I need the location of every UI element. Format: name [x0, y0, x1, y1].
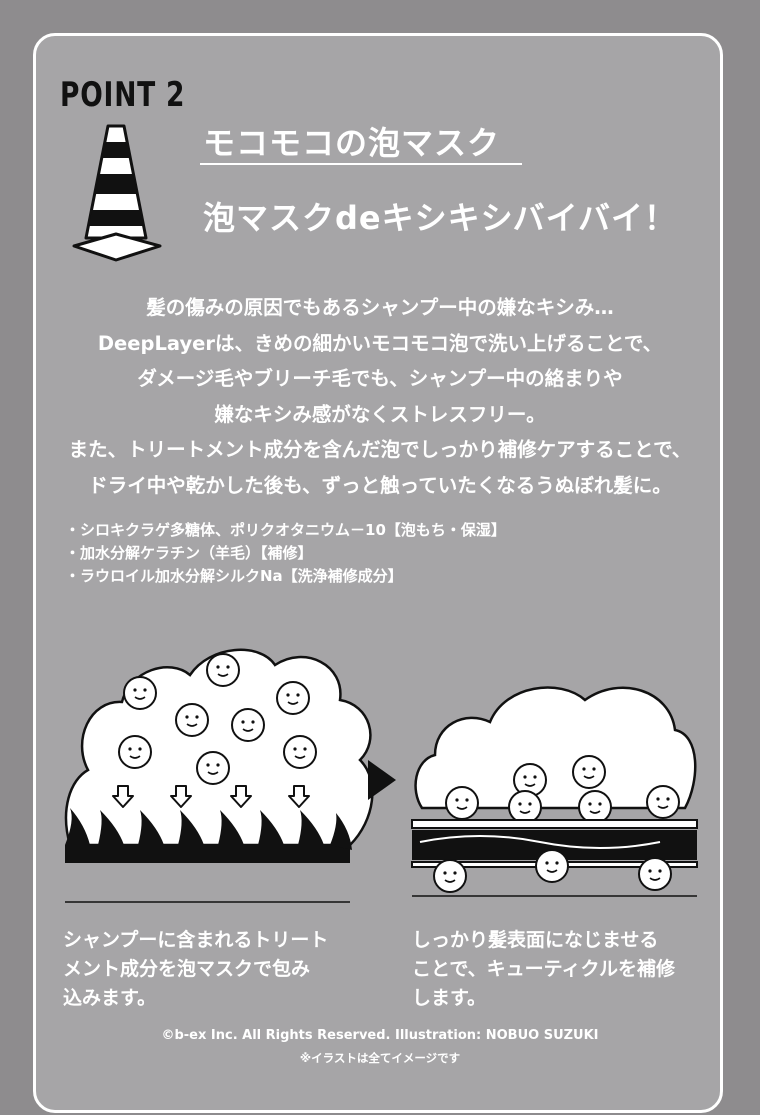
- caption-line: 込みます。: [63, 987, 157, 1009]
- foam-cloud-right: [414, 686, 697, 810]
- caption-line: しっかり髪表面になじませる: [412, 929, 659, 951]
- image-note: ※イラストは全てイメージです: [299, 1051, 461, 1065]
- caption-line: します。: [412, 987, 487, 1009]
- traffic-cone-icon: [72, 124, 162, 262]
- caption-line: シャンプーに含まれるトリート: [63, 929, 329, 951]
- ingredient-item: ・シロキクラゲ多糖体、ポリクオタニウム－10【泡もち・保湿】: [65, 521, 506, 539]
- hair-strand-left: [65, 808, 352, 863]
- body-line: 嫌なキシみ感がなくストレスフリー。: [214, 402, 546, 426]
- copyright: ©b-ex Inc. All Rights Reserved. Illustra…: [161, 1028, 599, 1043]
- caption-right: しっかり髪表面になじませる ことで、キューティクルを補修 します。: [412, 926, 675, 1013]
- point-label: POINT 2: [60, 75, 186, 115]
- info-card: [33, 33, 723, 1113]
- body-line: ダメージ毛やブリーチ毛でも、シャンプー中の絡まりや: [137, 367, 623, 390]
- body-line: また、トリートメント成分を含んだ泡でしっかり補修ケアすることで、: [68, 438, 692, 461]
- title-underline: [200, 163, 522, 165]
- body-text: 髪の傷みの原因でもあるシャンプー中の嫌なキシみ… DeepLayerは、きめの細…: [45, 290, 715, 503]
- ingredient-list: ・シロキクラゲ多糖体、ポリクオタニウム－10【泡もち・保湿】 ・加水分解ケラチン…: [65, 519, 506, 588]
- caption-line: メント成分を泡マスクで包み: [63, 958, 311, 980]
- body-line: ドライ中や乾かした後も、ずっと触っていたくなるうぬぼれ髪に。: [88, 473, 672, 497]
- caption-line: ことで、キューティクルを補修: [412, 958, 675, 980]
- caption-left: シャンプーに含まれるトリート メント成分を泡マスクで包み 込みます。: [63, 926, 328, 1013]
- title-sub: 泡マスクdeキシキシバイバイ！: [203, 199, 678, 237]
- next-arrow-icon: [368, 760, 396, 800]
- body-line: DeepLayerは、きめの細かいモコモコ泡で洗い上げることで、: [97, 331, 663, 355]
- title-main: モコモコの泡マスク: [203, 124, 501, 162]
- foam-illustration: [64, 648, 698, 903]
- ingredient-item: ・加水分解ケラチン（羊毛）【補修】: [65, 544, 313, 562]
- body-line: 髪の傷みの原因でもあるシャンプー中の嫌なキシみ…: [146, 296, 614, 319]
- ingredient-item: ・ラウロイル加水分解シルクNa【洗浄補修成分】: [65, 567, 403, 585]
